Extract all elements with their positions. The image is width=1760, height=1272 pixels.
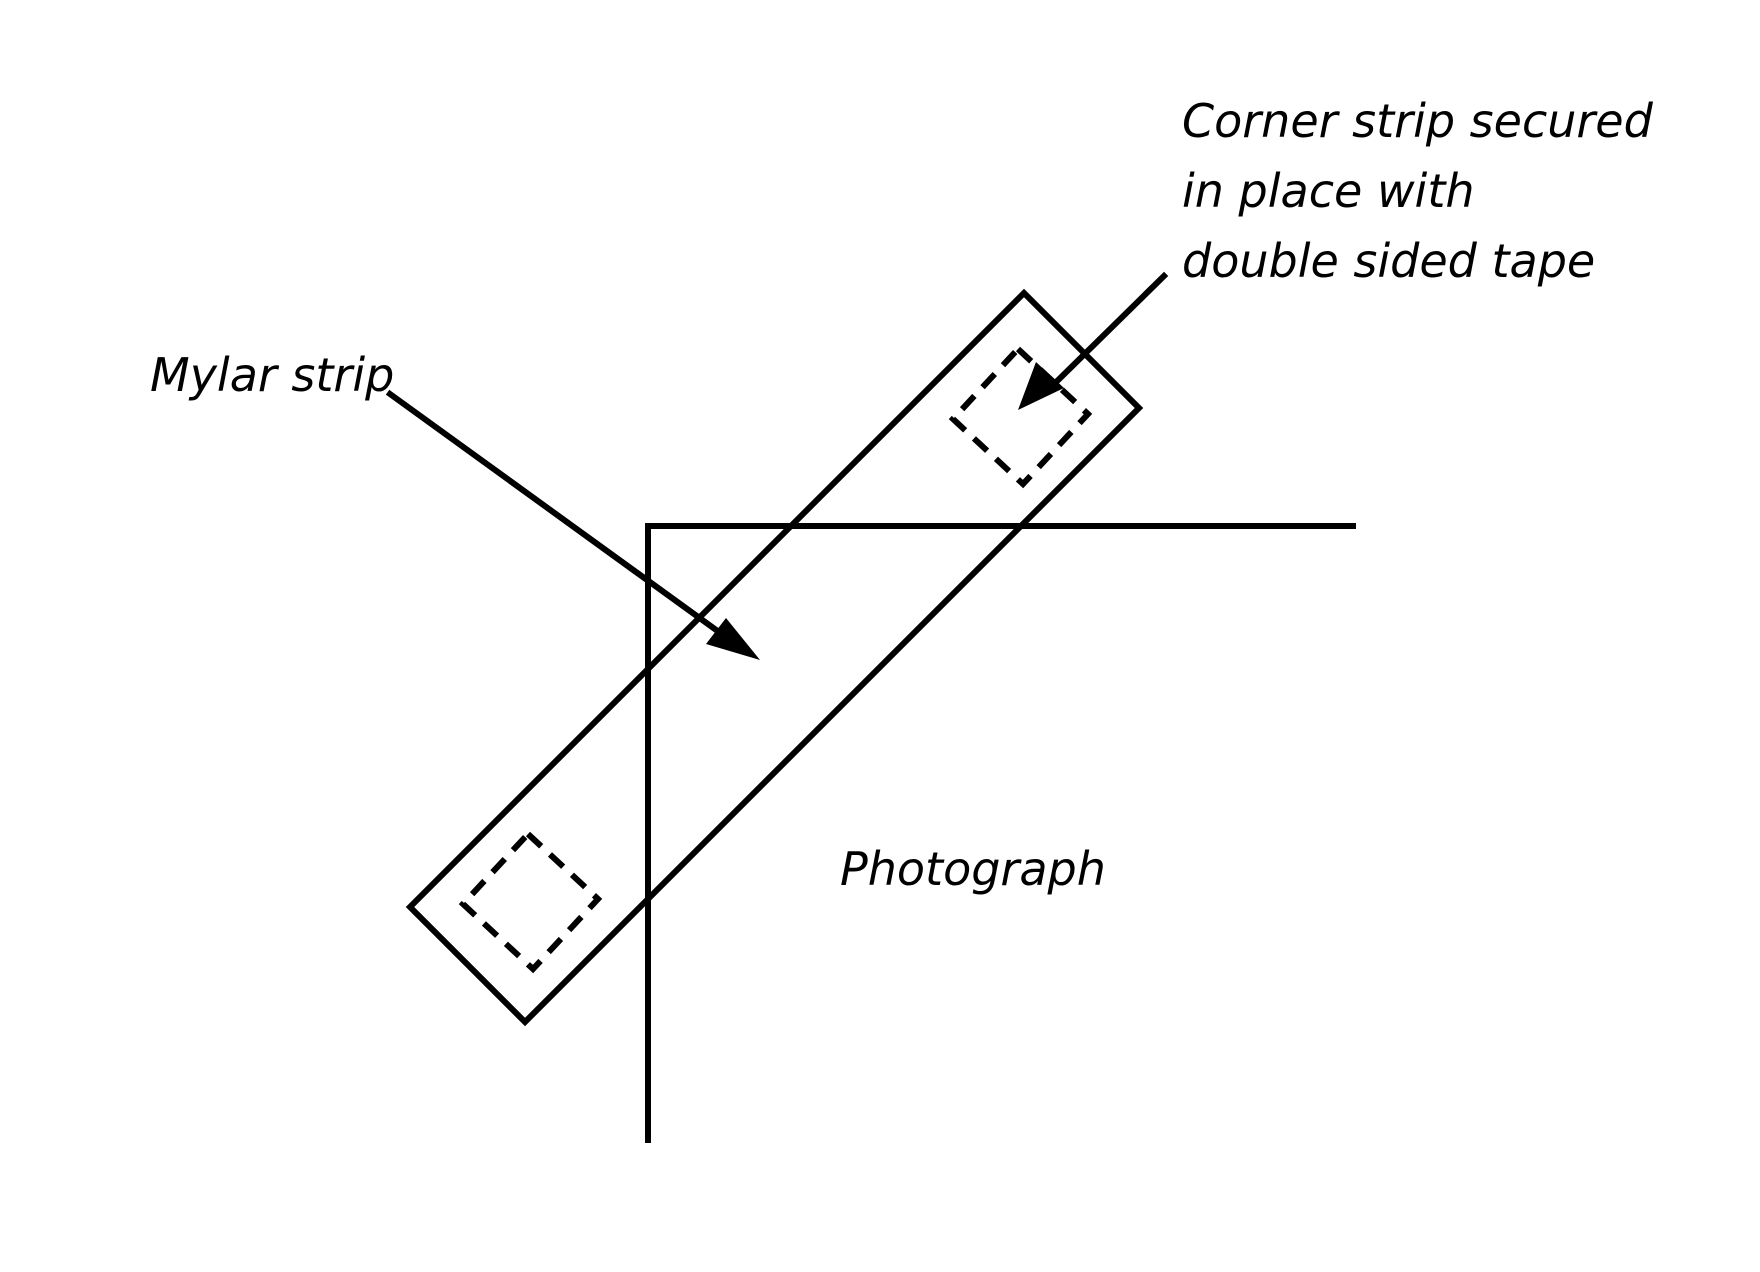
mylar-strip-outline [405,288,1144,1027]
corner-strip-note-line-1: Corner strip secured [1182,94,1653,148]
corner-strip-leader-line [1041,271,1169,397]
corner-strip-note-line-2: in place with [1182,164,1475,218]
tape-square-lower [458,829,603,974]
mylar-strip-label: Mylar strip [150,348,395,402]
tape-square-upper [948,344,1093,489]
mylar-strip-arrowhead [706,618,760,660]
photograph-corner-edge [645,523,1356,1143]
corner-strip-note-line-3: double sided tape [1182,234,1596,288]
corner-strip-arrowhead [1018,362,1064,410]
photograph-label: Photograph [840,842,1106,896]
mylar-strip-leader-line [385,389,735,645]
corner-strip-note: Corner strip secured in place with doubl… [1182,86,1653,296]
